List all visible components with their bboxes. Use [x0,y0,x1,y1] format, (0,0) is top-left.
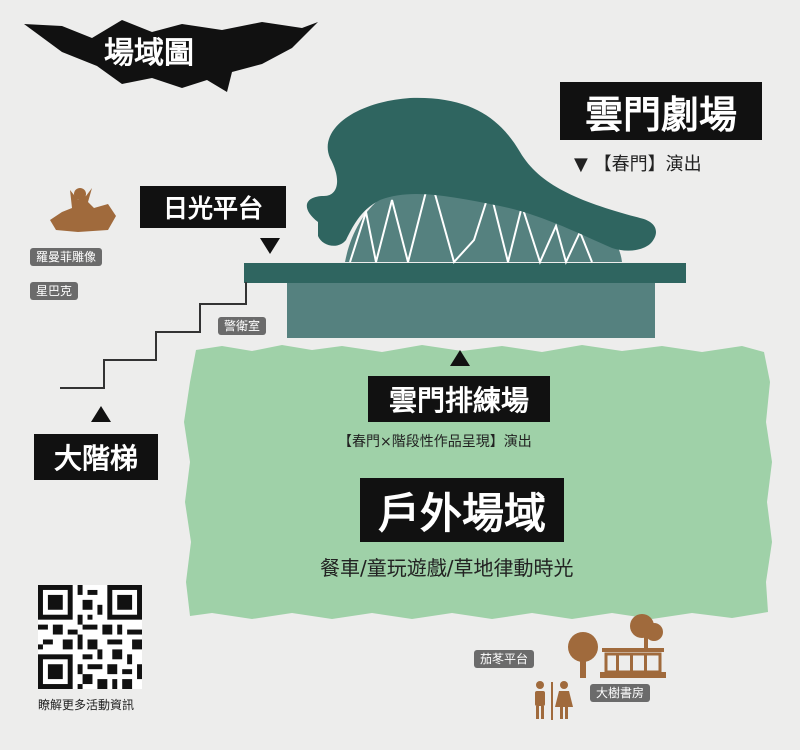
big-tree-bookstore-label: 大樹書房 [590,684,651,702]
statue-label: 羅曼菲雕像 [30,248,103,266]
page-title: 場域圖 [104,36,194,71]
building-body [287,283,655,338]
outdoor-subtitle: 餐車/童玩遊戲/草地律動時光 [320,556,574,580]
rehearsal-subtitle: 【春門×階段性作品呈現】演出 [338,434,532,450]
triangle-marker-icon: ▼ [574,154,588,175]
rehearsal-marker-icon [450,350,470,366]
building-deck [244,263,686,283]
qr-caption: 瞭解更多活動資訊 [38,698,135,712]
theater-subtitle-text: 【春門】演出 [593,154,702,175]
restroom-icon [535,681,573,720]
starbucks-label: 星巴克 [30,282,79,300]
staircase-label: 大階梯 [34,434,158,480]
qr-code-icon[interactable] [38,585,142,689]
tea-platform-label: 茄苳平台 [474,650,535,668]
sunlight-platform-marker-icon [260,238,280,254]
statue-icon [50,188,116,232]
guard-room-label: 警衛室 [218,317,267,335]
rehearsal-name: 雲門排練場 [368,376,550,422]
sunlight-platform-label: 日光平台 [140,186,286,228]
facade-zigzag [349,172,593,265]
tree-icon [568,632,598,678]
staircase-marker-icon [91,406,111,422]
outdoor-name: 戶外場域 [360,478,564,542]
bookstore-icon [600,614,666,678]
building-roof [306,97,656,251]
theater-name: 雲門劇場 [560,82,762,140]
bat-banner-icon [24,20,318,92]
theater-subtitle: ▼ 【春門】演出 [574,150,702,176]
